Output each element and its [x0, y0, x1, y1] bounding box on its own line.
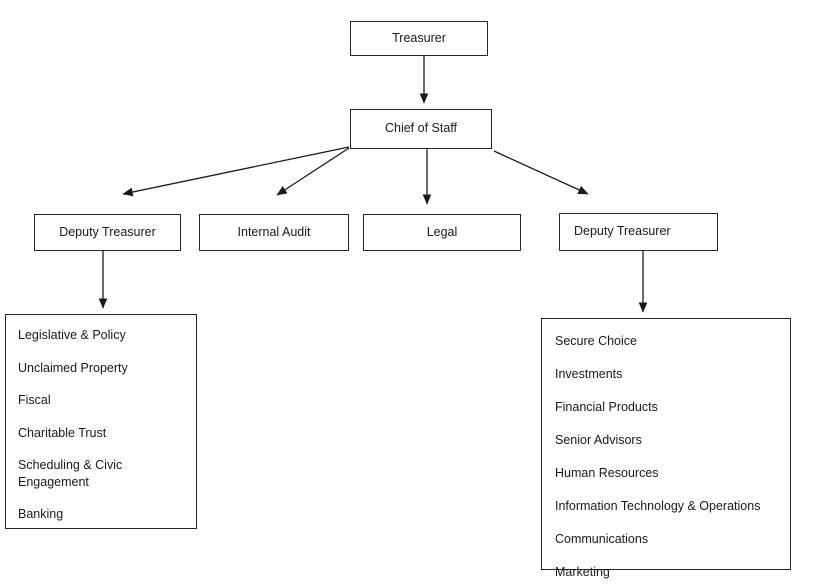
list-item[interactable]: Fiscal: [18, 393, 51, 407]
node-internal-audit[interactable]: Internal Audit: [199, 214, 349, 251]
list-item[interactable]: Unclaimed Property: [18, 360, 128, 375]
node-deputy-treasurer-left-label: Deputy Treasurer: [59, 224, 156, 239]
node-legal-label: Legal: [426, 224, 458, 239]
list-item[interactable]: Financial Products: [555, 400, 658, 414]
connector-chief-to-deputy-treasurer-left: [122, 146, 350, 197]
division-list-left: Legislative & Policy Unclaimed Property …: [5, 314, 197, 529]
list-item[interactable]: Senior Advisors: [555, 433, 642, 447]
list-item[interactable]: Charitable Trust: [18, 425, 107, 440]
node-deputy-treasurer-right-label: Deputy Treasurer: [574, 224, 671, 239]
list-item[interactable]: Information Technology & Operations: [555, 499, 761, 513]
node-chief-of-staff-label: Chief of Staff: [384, 121, 458, 136]
list-item[interactable]: Communications: [555, 532, 649, 546]
list-item[interactable]: Investments: [555, 367, 623, 381]
connector-chief-to-internal-audit: [276, 147, 350, 196]
list-item[interactable]: Banking: [18, 507, 64, 521]
list-item[interactable]: Secure Choice: [555, 334, 637, 348]
list-item[interactable]: Marketing: [555, 565, 610, 579]
node-deputy-treasurer-left[interactable]: Deputy Treasurer: [34, 214, 181, 251]
connector-chief-to-deputy-treasurer-right: [493, 150, 589, 195]
list-item[interactable]: Human Resources: [555, 466, 659, 480]
list-item[interactable]: Legislative & Policy: [18, 328, 126, 342]
node-legal[interactable]: Legal: [363, 214, 521, 251]
list-item[interactable]: Scheduling & Civic Engagement: [18, 458, 123, 489]
node-treasurer[interactable]: Treasurer: [350, 21, 488, 56]
node-chief-of-staff[interactable]: Chief of Staff: [350, 109, 492, 149]
division-list-right: Secure Choice Investments Financial Prod…: [541, 318, 791, 579]
node-internal-audit-label: Internal Audit: [237, 224, 311, 239]
node-deputy-treasurer-right[interactable]: Deputy Treasurer: [559, 213, 718, 251]
node-treasurer-label: Treasurer: [392, 30, 446, 45]
